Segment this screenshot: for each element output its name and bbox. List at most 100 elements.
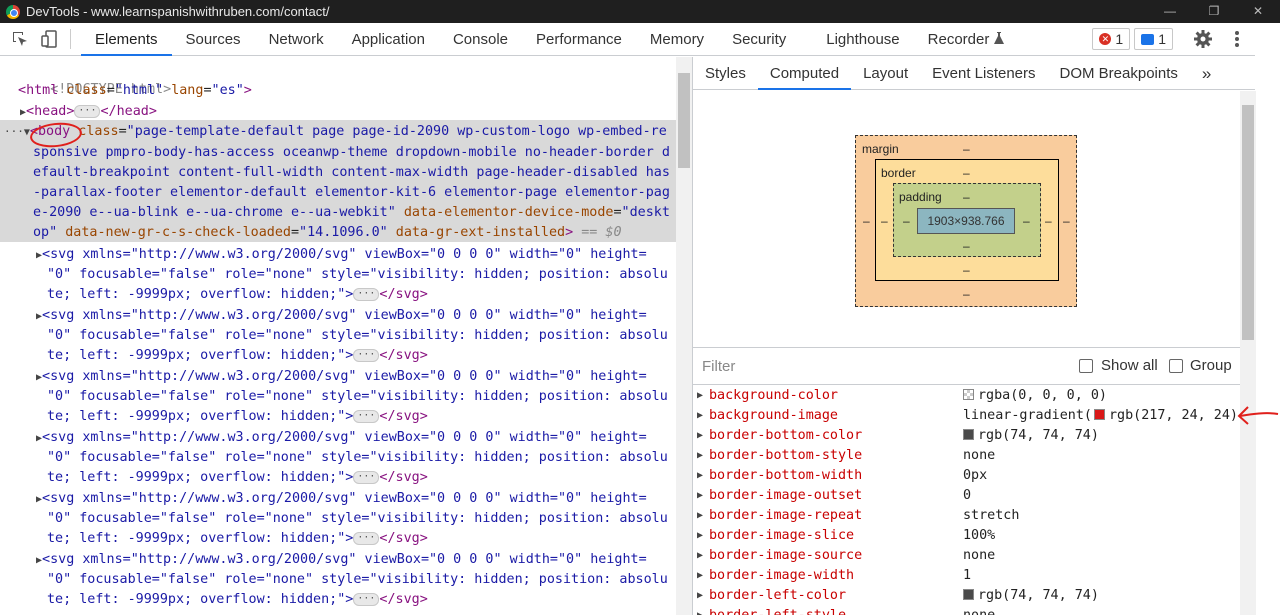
padding-left-value[interactable]: – [903, 214, 910, 228]
color-swatch[interactable] [963, 389, 974, 400]
expand-triangle-icon[interactable]: ▶ [36, 311, 43, 322]
node-menu-dots[interactable]: ··· [4, 125, 24, 138]
sidebar-scrollbar[interactable] [1240, 91, 1256, 615]
tab-memory[interactable]: Memory [649, 30, 705, 48]
expand-triangle-icon[interactable]: ▶ [36, 433, 43, 444]
tab-console[interactable]: Console [452, 30, 509, 48]
color-swatch[interactable] [1094, 409, 1105, 420]
expand-triangle-icon[interactable]: ▶ [697, 470, 704, 481]
padding-top-value[interactable]: – [963, 190, 970, 204]
tab-application[interactable]: Application [351, 30, 425, 48]
color-swatch[interactable] [963, 429, 974, 440]
body-node[interactable]: ···▼<body class="page-template-default p… [4, 124, 667, 139]
inspect-element-icon[interactable] [10, 29, 30, 49]
show-all-checkbox[interactable] [1079, 359, 1093, 373]
expand-triangle-icon[interactable]: ▶ [697, 490, 704, 501]
box-model-content[interactable]: 1903×938.766 [917, 208, 1015, 234]
maximize-button[interactable]: ❐ [1208, 4, 1220, 18]
border-top-value[interactable]: – [963, 166, 970, 180]
elements-scrollbar-thumb[interactable] [678, 73, 690, 168]
doctype-line[interactable]: <!DOCTYPE html> [18, 60, 171, 97]
ellipsis-icon[interactable]: ··· [353, 592, 380, 606]
svg-node-continuation[interactable]: te; left: -9999px; overflow: hidden;">··… [47, 468, 428, 488]
expand-triangle-icon[interactable]: ▶ [697, 530, 704, 541]
expand-triangle-icon[interactable]: ▶ [36, 555, 43, 566]
svg-node-continuation[interactable]: te; left: -9999px; overflow: hidden;">··… [47, 529, 428, 549]
tab-lighthouse[interactable]: Lighthouse [826, 30, 900, 48]
svg-node-continuation[interactable]: te; left: -9999px; overflow: hidden;">··… [47, 590, 428, 610]
expand-triangle-icon[interactable]: ▶ [36, 250, 43, 261]
svg-node-continuation[interactable]: "0" focusable="false" role="none" style=… [47, 570, 668, 590]
svg-node[interactable]: ▶<svg xmlns="http://www.w3.org/2000/svg"… [36, 245, 647, 265]
tab-event-listeners[interactable]: Event Listeners [932, 64, 1036, 82]
svg-node-continuation[interactable]: te; left: -9999px; overflow: hidden;">··… [47, 285, 428, 305]
ellipsis-icon[interactable]: ··· [353, 409, 380, 423]
svg-node-continuation[interactable]: "0" focusable="false" role="none" style=… [47, 265, 668, 285]
expand-triangle-icon[interactable]: ▶ [697, 570, 704, 581]
expand-triangle-icon[interactable]: ▶ [36, 372, 43, 383]
svg-node[interactable]: ▶<svg xmlns="http://www.w3.org/2000/svg"… [36, 306, 647, 326]
svg-node-continuation[interactable]: te; left: -9999px; overflow: hidden;">··… [47, 346, 428, 366]
close-window-button[interactable]: ✕ [1252, 4, 1264, 18]
more-options-icon[interactable] [1233, 29, 1241, 49]
tab-computed[interactable]: Computed [757, 57, 852, 90]
svg-node[interactable]: ▶<svg xmlns="http://www.w3.org/2000/svg"… [36, 367, 647, 387]
svg-node[interactable]: ▶<svg xmlns="http://www.w3.org/2000/svg"… [36, 550, 647, 570]
margin-top-value[interactable]: – [963, 142, 970, 156]
svg-node-continuation[interactable]: "0" focusable="false" role="none" style=… [47, 448, 668, 468]
tab-dom-breakpoints[interactable]: DOM Breakpoints [1059, 64, 1178, 82]
svg-node-continuation[interactable]: "0" focusable="false" role="none" style=… [47, 326, 668, 346]
color-swatch[interactable] [963, 589, 974, 600]
expand-triangle-icon[interactable]: ▶ [697, 590, 704, 601]
border-left-value[interactable]: – [881, 214, 888, 228]
padding-right-value[interactable]: – [1023, 214, 1030, 228]
expand-triangle-icon[interactable]: ▶ [20, 107, 27, 118]
border-bottom-value[interactable]: – [963, 263, 970, 277]
head-node[interactable]: ▶<head>···</head> [20, 102, 157, 122]
elements-scrollbar[interactable] [676, 57, 692, 615]
tab-performance[interactable]: Performance [536, 30, 622, 48]
tab-sources[interactable]: Sources [185, 30, 241, 48]
group-checkbox[interactable] [1169, 359, 1183, 373]
ellipsis-icon[interactable]: ··· [353, 287, 380, 301]
html-node[interactable]: <html class="html" lang="es"> [18, 83, 252, 98]
margin-bottom-value[interactable]: – [963, 287, 970, 301]
border-right-value[interactable]: – [1045, 214, 1052, 228]
padding-bottom-value[interactable]: – [963, 239, 970, 253]
minimize-button[interactable]: — [1164, 4, 1176, 18]
svg-node[interactable]: ▶<svg xmlns="http://www.w3.org/2000/svg"… [36, 489, 647, 509]
svg-node-continuation[interactable]: "0" focusable="false" role="none" style=… [47, 387, 668, 407]
tab-styles[interactable]: Styles [705, 64, 746, 82]
expand-triangle-icon[interactable]: ▶ [697, 430, 704, 441]
expand-triangle-icon[interactable]: ▶ [697, 410, 704, 421]
collapse-triangle-icon[interactable]: ▼ [23, 127, 30, 138]
expand-triangle-icon[interactable]: ▶ [697, 510, 704, 521]
sidebar-scrollbar-thumb[interactable] [1242, 105, 1254, 340]
svg-node-continuation[interactable]: te; left: -9999px; overflow: hidden;">··… [47, 407, 428, 427]
ellipsis-icon[interactable]: ··· [353, 531, 380, 545]
filter-input[interactable]: Filter [702, 358, 736, 375]
ellipsis-icon[interactable]: ··· [74, 104, 101, 118]
expand-triangle-icon[interactable]: ▶ [36, 494, 43, 505]
ellipsis-icon[interactable]: ··· [353, 348, 380, 362]
gear-icon[interactable] [1193, 29, 1213, 49]
tab-network[interactable]: Network [268, 30, 324, 48]
margin-right-value[interactable]: – [1063, 214, 1070, 228]
expand-triangle-icon[interactable]: ▶ [697, 450, 704, 461]
ellipsis-icon[interactable]: ··· [353, 470, 380, 484]
message-badge[interactable]: 1 [1134, 28, 1173, 50]
error-badge[interactable]: ✕ 1 [1092, 28, 1131, 50]
tab-layout[interactable]: Layout [863, 64, 909, 82]
margin-left-value[interactable]: – [863, 214, 870, 228]
expand-triangle-icon[interactable]: ▶ [697, 606, 703, 615]
